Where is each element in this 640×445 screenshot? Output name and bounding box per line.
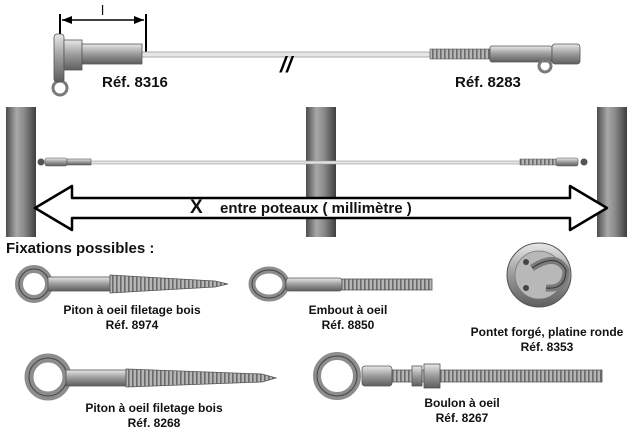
tensioner-right bbox=[519, 157, 588, 167]
fixation-ref: Réf. 8353 bbox=[520, 340, 574, 354]
fixation-name: Embout à oeil bbox=[308, 303, 388, 317]
length-symbol: l bbox=[101, 2, 105, 18]
fixation-ref: Réf. 8974 bbox=[105, 318, 159, 332]
fixation-caption-8850: Embout à oeil Réf. 8850 bbox=[288, 303, 408, 333]
fixation-name: Piton à oeil filetage bois bbox=[63, 303, 201, 317]
post-left bbox=[6, 107, 36, 237]
top-cable-assembly: // bbox=[51, 14, 581, 97]
fork-terminal-right bbox=[429, 43, 581, 74]
ref-right-fork: Réf. 8283 bbox=[455, 74, 521, 91]
fixation-name: Pontet forgé, platine ronde bbox=[470, 325, 624, 339]
fixation-image-8268 bbox=[24, 353, 278, 401]
fixation-image-8353 bbox=[506, 242, 572, 308]
fixation-ref: Réf. 8267 bbox=[435, 411, 489, 425]
fixation-name: Boulon à oeil bbox=[424, 396, 500, 410]
fixation-ref: Réf. 8268 bbox=[127, 416, 181, 430]
fork-terminal-left bbox=[51, 33, 143, 97]
fixation-ref: Réf. 8850 bbox=[321, 318, 375, 332]
distance-double-arrow bbox=[33, 184, 609, 232]
post-right bbox=[597, 107, 627, 237]
fixation-image-8267 bbox=[313, 352, 603, 400]
fixation-caption-8353: Pontet forgé, platine ronde Réf. 8353 bbox=[462, 325, 632, 355]
fixation-name: Piton à oeil filetage bois bbox=[85, 401, 223, 415]
fixation-caption-8267: Boulon à oeil Réf. 8267 bbox=[412, 396, 512, 426]
fixation-caption-8268: Piton à oeil filetage bois Réf. 8268 bbox=[74, 401, 234, 431]
fixation-caption-8974: Piton à oeil filetage bois Réf. 8974 bbox=[52, 303, 212, 333]
distance-label: entre poteaux ( millimètre ) bbox=[220, 200, 412, 217]
posts-section bbox=[6, 107, 627, 237]
fixation-image-8850 bbox=[248, 266, 433, 302]
fixation-image-8974 bbox=[15, 265, 229, 303]
posts-cable bbox=[89, 160, 531, 165]
ref-left-fork: Réf. 8316 bbox=[102, 74, 168, 91]
fixations-heading: Fixations possibles : bbox=[6, 240, 155, 257]
cable-break-symbol: // bbox=[279, 52, 295, 77]
tensioner-left bbox=[37, 157, 92, 167]
distance-symbol-x: X bbox=[190, 197, 203, 218]
